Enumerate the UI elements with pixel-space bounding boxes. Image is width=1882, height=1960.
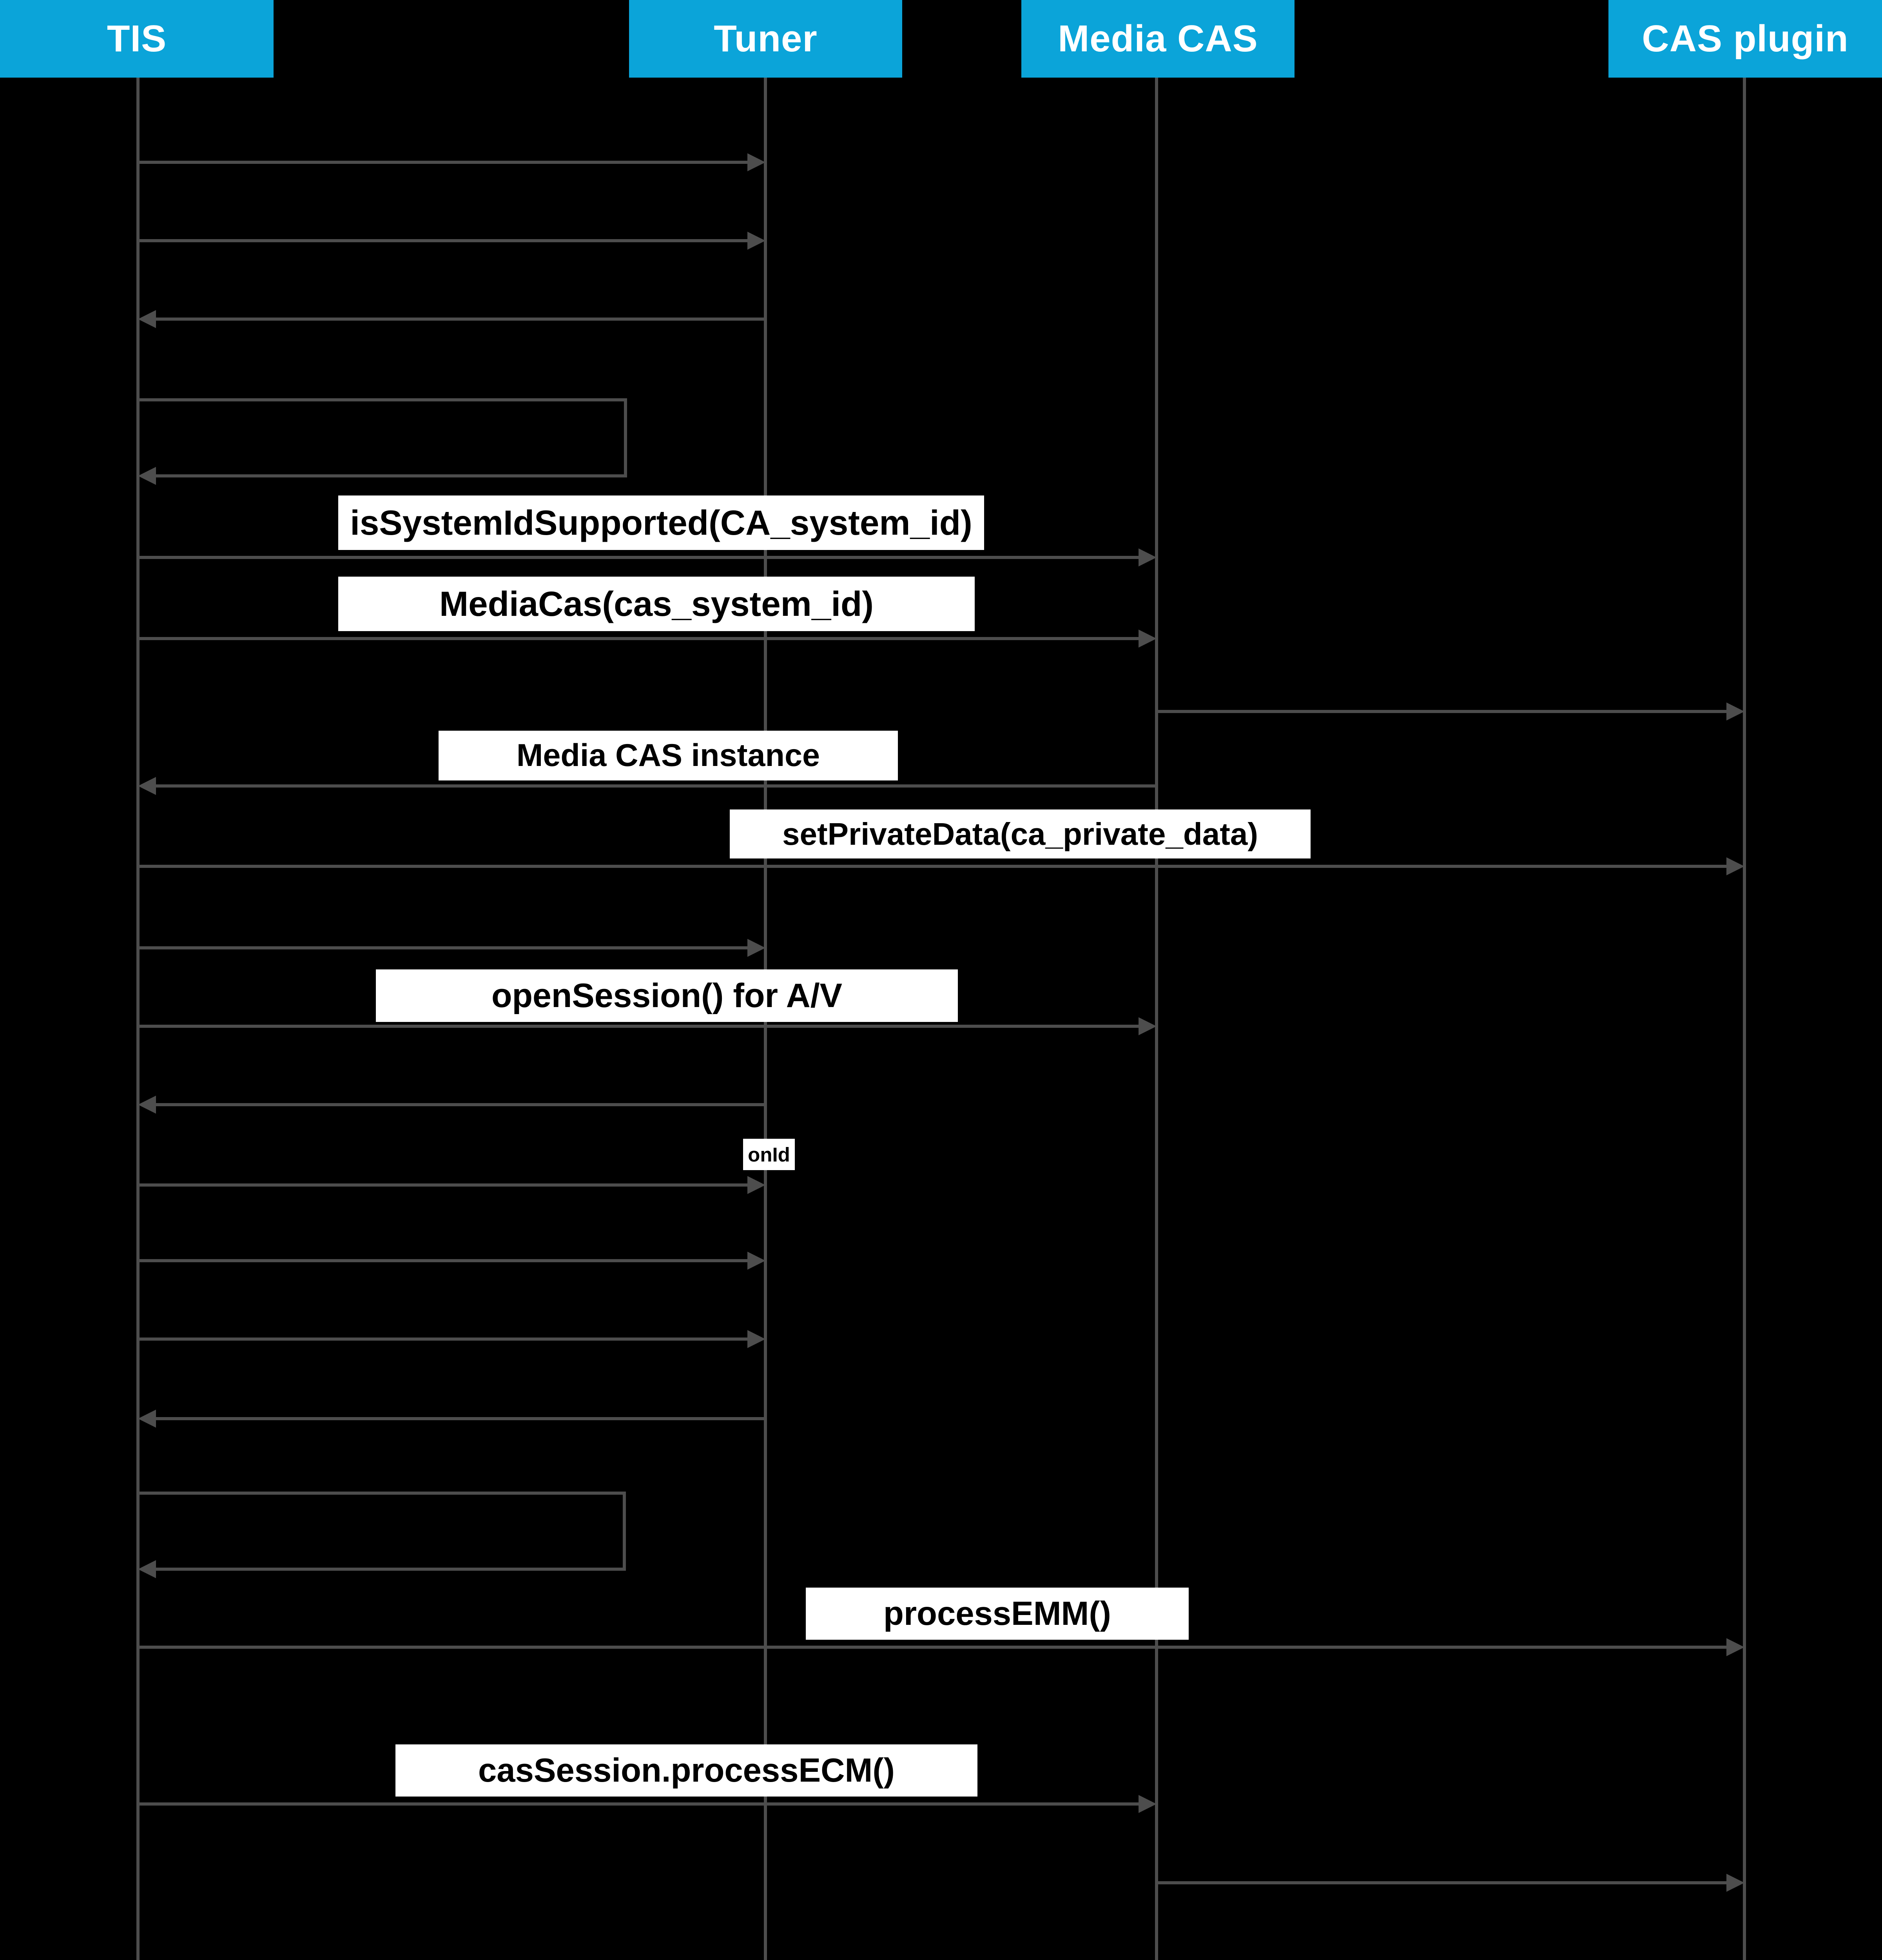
message-label: casSession.processECM() [395, 1744, 977, 1797]
arrowhead-right-icon [1139, 630, 1157, 648]
arrowhead-right-icon [747, 939, 765, 957]
arrowhead-left-icon [138, 1410, 156, 1428]
self-message-right-line [624, 398, 627, 477]
lifeline-cas_plugin [1743, 78, 1746, 1960]
message-line [154, 318, 765, 321]
message-line [138, 946, 750, 949]
self-message-bottom-line [154, 474, 627, 477]
arrowhead-right-icon [747, 232, 765, 250]
arrowhead-right-icon [1139, 548, 1157, 566]
lifeline-media_cas [1155, 78, 1158, 1960]
lifeline-tis [136, 78, 140, 1960]
arrowhead-right-icon [1726, 1874, 1744, 1892]
arrowhead-right-icon [1726, 1638, 1744, 1656]
actor-box-top-cas_plugin: CAS plugin [1608, 0, 1882, 78]
message-line [138, 1183, 750, 1187]
message-label: onId [743, 1139, 795, 1170]
arrowhead-left-icon [138, 1560, 156, 1578]
arrowhead-right-icon [747, 153, 765, 171]
message-line [138, 161, 750, 164]
self-message-top-line [138, 398, 627, 401]
message-label: setPrivateData(ca_private_data) [730, 809, 1311, 858]
actor-box-top-tuner: Tuner [629, 0, 902, 78]
message-line [138, 865, 1729, 868]
actor-box-top-media_cas: Media CAS [1021, 0, 1295, 78]
message-label: MediaCas(cas_system_id) [338, 577, 975, 631]
message-line [138, 1646, 1729, 1649]
message-label: openSession() for A/V [376, 969, 958, 1022]
arrowhead-right-icon [747, 1330, 765, 1348]
message-line [138, 1802, 1141, 1806]
arrowhead-right-icon [747, 1176, 765, 1194]
message-line [154, 784, 1157, 788]
message-label: isSystemIdSupported(CA_system_id) [338, 495, 984, 550]
arrowhead-left-icon [138, 467, 156, 485]
self-message-bottom-line [154, 1568, 626, 1571]
self-message-right-line [623, 1492, 626, 1571]
message-line [138, 239, 750, 242]
message-line [1157, 1881, 1729, 1884]
arrowhead-right-icon [1726, 702, 1744, 720]
message-line [138, 556, 1141, 559]
message-line [138, 1025, 1141, 1028]
message-line [138, 637, 1141, 640]
arrowhead-right-icon [1139, 1017, 1157, 1035]
arrowhead-left-icon [138, 310, 156, 328]
arrowhead-left-icon [138, 1096, 156, 1114]
message-line [1157, 710, 1729, 713]
arrowhead-right-icon [1726, 857, 1744, 875]
message-label: processEMM() [806, 1588, 1189, 1640]
message-line [138, 1259, 750, 1262]
message-line [154, 1103, 765, 1106]
arrowhead-left-icon [138, 777, 156, 795]
actor-box-top-tis: TIS [0, 0, 274, 78]
message-line [154, 1417, 765, 1420]
message-line [138, 1338, 750, 1341]
self-message-top-line [138, 1492, 626, 1495]
arrowhead-right-icon [747, 1252, 765, 1270]
arrowhead-right-icon [1139, 1795, 1157, 1813]
message-label: Media CAS instance [439, 731, 898, 780]
